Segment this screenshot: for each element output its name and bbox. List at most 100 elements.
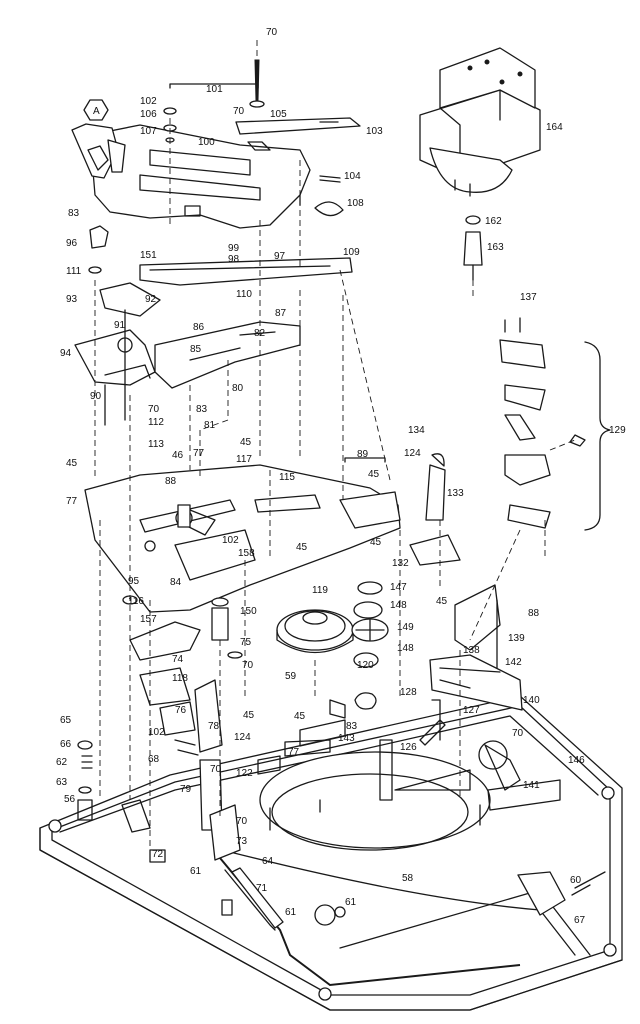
part-label: 101	[206, 84, 223, 95]
part-label: 68	[148, 754, 160, 765]
part-label: 63	[56, 777, 68, 788]
part-label: 80	[232, 383, 244, 394]
part-label: 139	[508, 633, 525, 644]
part-label: 141	[523, 780, 540, 791]
part-label: 102	[140, 96, 157, 107]
part-label: 109	[343, 247, 360, 258]
part-label: 70	[210, 764, 222, 775]
top-plate	[71, 59, 361, 229]
part-label: 73	[236, 836, 248, 847]
part-label: 162	[485, 216, 502, 227]
part-label: 112	[148, 417, 164, 428]
part-label: 117	[236, 454, 252, 465]
middle-plates	[74, 257, 353, 426]
part-label: 61	[190, 866, 202, 877]
part-label: 151	[140, 250, 157, 261]
group-bracket-101	[169, 83, 259, 89]
part-label: 45	[243, 710, 255, 721]
turntable-well	[259, 751, 491, 851]
part-label: 164	[546, 122, 563, 133]
part-label: 77	[66, 496, 78, 507]
part-label: 108	[347, 198, 364, 209]
chassis-details	[257, 692, 561, 926]
part-label: 124	[234, 732, 251, 743]
part-label: 133	[447, 488, 464, 499]
left-side-parts	[77, 225, 243, 916]
part-label: 147	[390, 582, 407, 593]
part-label: 45	[370, 537, 382, 548]
part-label: 94	[60, 348, 72, 359]
part-label: 142	[505, 657, 522, 668]
part-label: 110	[236, 289, 252, 300]
part-label: 150	[240, 606, 257, 617]
part-label: 61	[345, 897, 357, 908]
part-label: 83	[196, 404, 208, 415]
part-label: 120	[357, 660, 374, 671]
part-label: 129	[609, 425, 626, 436]
part-label: 95	[128, 576, 140, 587]
part-label: 122	[236, 768, 253, 779]
part-label: 143	[338, 733, 355, 744]
part-label: 140	[523, 695, 540, 706]
group-bracket-89	[344, 457, 386, 463]
part-label: 118	[172, 673, 188, 684]
gear-assembly	[276, 581, 389, 668]
part-label: 85	[190, 344, 202, 355]
part-label: 64	[262, 856, 274, 867]
part-label: 111	[66, 266, 82, 277]
part-label: 102	[148, 727, 165, 738]
part-label: 82	[254, 328, 266, 339]
part-label: 45	[368, 469, 380, 480]
part-label: 45	[436, 596, 448, 607]
part-label: 81	[204, 420, 216, 431]
part-label: 60	[570, 875, 582, 886]
part-label: 100	[198, 137, 215, 148]
part-label: 137	[520, 292, 537, 303]
part-label: 105	[270, 109, 287, 120]
part-label: 103	[366, 126, 383, 137]
part-label: 119	[312, 585, 328, 596]
part-label: 79	[180, 784, 192, 795]
part-label: 61	[285, 907, 297, 918]
part-label: 99	[228, 243, 240, 254]
part-label: 67	[574, 915, 586, 926]
part-label: 97	[274, 251, 286, 262]
part-label: 102	[222, 535, 239, 546]
part-label: 91	[114, 320, 126, 331]
motor-assembly	[419, 47, 541, 281]
part-label: 77	[288, 747, 300, 758]
part-label: 58	[402, 873, 414, 884]
part-label: 104	[344, 171, 361, 182]
part-label: 77	[193, 448, 205, 459]
part-label: 84	[170, 577, 182, 588]
part-label: 78	[208, 721, 220, 732]
part-label: 70	[512, 728, 524, 739]
part-label: 70	[242, 660, 254, 671]
part-label: 45	[240, 437, 252, 448]
part-label: 56	[64, 794, 76, 805]
part-label: 107	[140, 126, 157, 137]
pickup-assembly	[409, 317, 586, 741]
part-label: 59	[285, 671, 297, 682]
part-label: 70	[148, 404, 160, 415]
part-label: 45	[66, 458, 78, 469]
part-label: 113	[148, 439, 164, 450]
part-label: 88	[528, 608, 540, 619]
part-label: 148	[390, 600, 407, 611]
part-label: 128	[400, 687, 417, 698]
part-label: 83	[68, 208, 80, 219]
main-mechanism-plate	[84, 464, 401, 613]
part-label: 138	[463, 645, 480, 656]
part-label: 106	[140, 109, 157, 120]
part-label: 70	[236, 816, 248, 827]
part-label: 87	[275, 308, 287, 319]
part-label: 149	[397, 622, 414, 633]
part-label: 72	[152, 849, 164, 860]
part-label: 89	[357, 449, 369, 460]
part-label: 71	[256, 883, 268, 894]
part-label: 90	[90, 391, 102, 402]
part-label: 132	[392, 558, 409, 569]
part-label: 83	[346, 721, 358, 732]
